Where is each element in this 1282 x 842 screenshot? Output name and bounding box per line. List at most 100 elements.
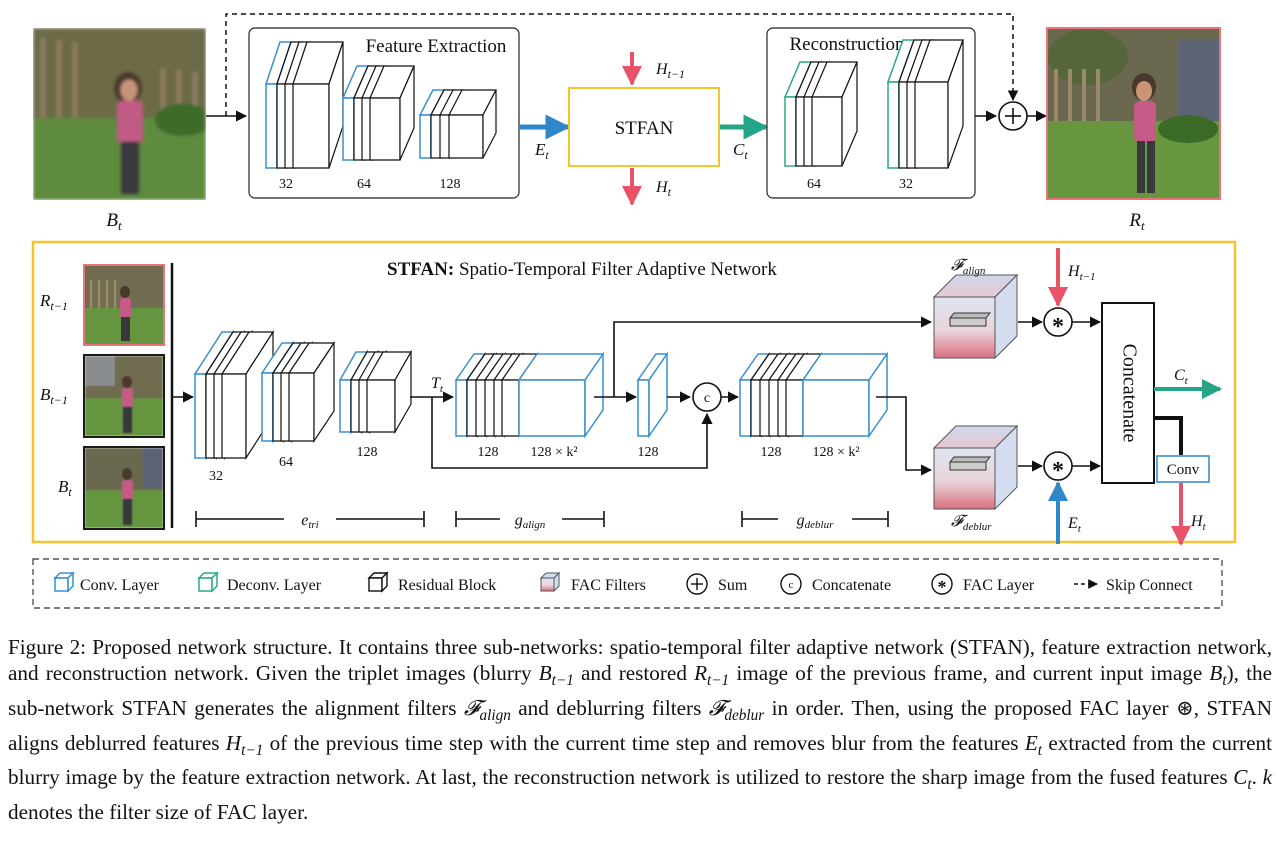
legend-label: FAC Layer <box>963 577 1035 594</box>
galign-bracket: galign <box>455 508 605 531</box>
f-deblur-label: 𝓕deblur <box>951 513 992 533</box>
fac-circle-icon: * <box>931 573 953 597</box>
stfan-block-label: STFAN <box>615 118 674 139</box>
svg-text:c: c <box>789 579 794 591</box>
concat-node-label: c <box>704 391 710 406</box>
etri-bracket: etri <box>195 508 425 531</box>
gdeblur-bracket: gdeblur <box>741 508 889 531</box>
deblur-branch-arrow <box>876 396 933 476</box>
input-photo-blurry <box>33 28 206 200</box>
align-branch-arrow <box>613 316 933 397</box>
conv-cube-icon <box>53 571 75 593</box>
caption-math: H <box>225 730 242 755</box>
sum-node <box>998 101 1028 131</box>
h-prev-label: Ht−1 <box>655 61 685 81</box>
figure-caption: Figure 2: Proposed network structure. It… <box>8 634 1272 825</box>
input-photo-r-prev <box>83 264 165 346</box>
fe-layer-stack-32 <box>264 41 344 169</box>
input-label-r-prev: Rt−1 <box>39 291 68 313</box>
h-prev-label-detail: Ht−1 <box>1067 263 1096 283</box>
legend-label: FAC Filters <box>571 577 646 594</box>
gdeblur-layer-stack <box>738 351 889 439</box>
caption-math: C <box>1233 765 1248 790</box>
h-t-label: Ht <box>655 179 672 199</box>
etri-layer-stack-64 <box>260 340 336 444</box>
caption-math: B <box>1209 661 1223 686</box>
fac-node-deblur: * <box>1043 451 1073 484</box>
legend-label: Sum <box>718 577 748 594</box>
fe-channel-label: 32 <box>279 177 293 192</box>
gdeblur-channel-label: 128 × k² <box>812 445 859 460</box>
gdeblur-channel-label: 128 <box>761 445 782 460</box>
fe-layer-stack-64 <box>341 65 415 161</box>
input-label-b-t: Bt <box>58 477 72 499</box>
fe-channel-label: 128 <box>440 177 461 192</box>
fac-node-align: * <box>1043 307 1073 340</box>
reconstruction-title: Reconstruction <box>789 34 905 55</box>
output-photo-restored <box>1046 27 1221 200</box>
concatenate-label: Concatenate <box>1118 344 1140 443</box>
residual-cube-icon <box>367 571 389 593</box>
stfan-block <box>568 87 720 167</box>
galign-layer-stack <box>454 351 605 439</box>
rec-channel-label: 32 <box>899 177 913 192</box>
input-label-b-prev: Bt−1 <box>40 385 68 407</box>
output-label: Rt <box>1128 210 1145 233</box>
t-t-skip-line <box>431 397 713 469</box>
caption-math-subscript: t−1 <box>551 672 574 690</box>
caption-math-subscript: t−1 <box>707 672 730 690</box>
etri-channel-label: 128 <box>357 445 378 460</box>
skip-connect-arrow <box>225 13 1019 116</box>
feature-extraction-title: Feature Extraction <box>366 36 507 57</box>
legend-label: Skip Connect <box>1106 577 1193 594</box>
legend-label: Residual Block <box>398 577 496 594</box>
caption-math: 𝓕 <box>708 696 725 721</box>
caption-math-subscript: deblur <box>724 707 765 725</box>
caption-math-subscript: t−1 <box>241 741 264 759</box>
etri-layer-stack-32 <box>193 329 275 461</box>
rec-channel-label: 64 <box>807 177 821 192</box>
fac-filter-cube-icon <box>539 571 561 593</box>
f-align-label: 𝓕align <box>951 257 986 277</box>
input-photo-b-t <box>83 446 165 530</box>
conv-block-label: Conv <box>1167 462 1200 478</box>
legend-label: Deconv. Layer <box>227 577 322 594</box>
h-t-label-detail: Ht <box>1190 513 1207 533</box>
single-channel-label: 128 <box>638 445 659 460</box>
input-label: Bt <box>106 210 122 233</box>
galign-channel-label: 128 × k² <box>530 445 577 460</box>
caption-math: R <box>694 661 708 686</box>
caption-math-subscript: t <box>1037 741 1043 759</box>
etri-channel-label: 32 <box>209 469 223 484</box>
network-diagram: Bt Feature Extraction 32 64 128 Et STFAN… <box>31 13 1237 609</box>
stfan-detail-title: STFAN: Spatio-Temporal Filter Adaptive N… <box>387 259 777 280</box>
fac-filter-align-cube <box>932 273 1019 360</box>
caption-math: B <box>538 661 552 686</box>
etri-layer-stack-128 <box>338 349 413 435</box>
svg-text:*: * <box>1052 314 1064 340</box>
single-conv-layer <box>636 351 669 439</box>
stfan-detail-panel <box>31 240 1237 544</box>
caption-math: k <box>1262 765 1273 790</box>
svg-text:*: * <box>1052 458 1064 484</box>
legend-label: Conv. Layer <box>80 577 160 594</box>
c-t-label-detail: Ct <box>1174 367 1189 387</box>
fac-filter-deblur-cube <box>932 424 1019 511</box>
e-t-label: Et <box>534 140 549 162</box>
caption-math: 𝓕 <box>463 696 480 721</box>
concat-to-conv-line <box>1154 416 1183 455</box>
caption-math-subscript: align <box>479 707 511 725</box>
caption-math-subscript: t <box>1222 672 1227 690</box>
fe-layer-stack-128 <box>418 89 497 159</box>
c-t-label: Ct <box>733 140 748 162</box>
fe-channel-label: 64 <box>357 177 371 192</box>
concat-circle-icon: c <box>780 573 802 595</box>
legend-label: Concatenate <box>812 577 891 594</box>
e-t-label-detail: Et <box>1067 515 1082 535</box>
svg-text:*: * <box>938 577 947 597</box>
deconv-cube-icon <box>197 571 219 593</box>
galign-channel-label: 128 <box>478 445 499 460</box>
caption-math-subscript: t <box>1247 776 1252 794</box>
etri-channel-label: 64 <box>279 455 293 470</box>
legend-box <box>32 558 1223 609</box>
